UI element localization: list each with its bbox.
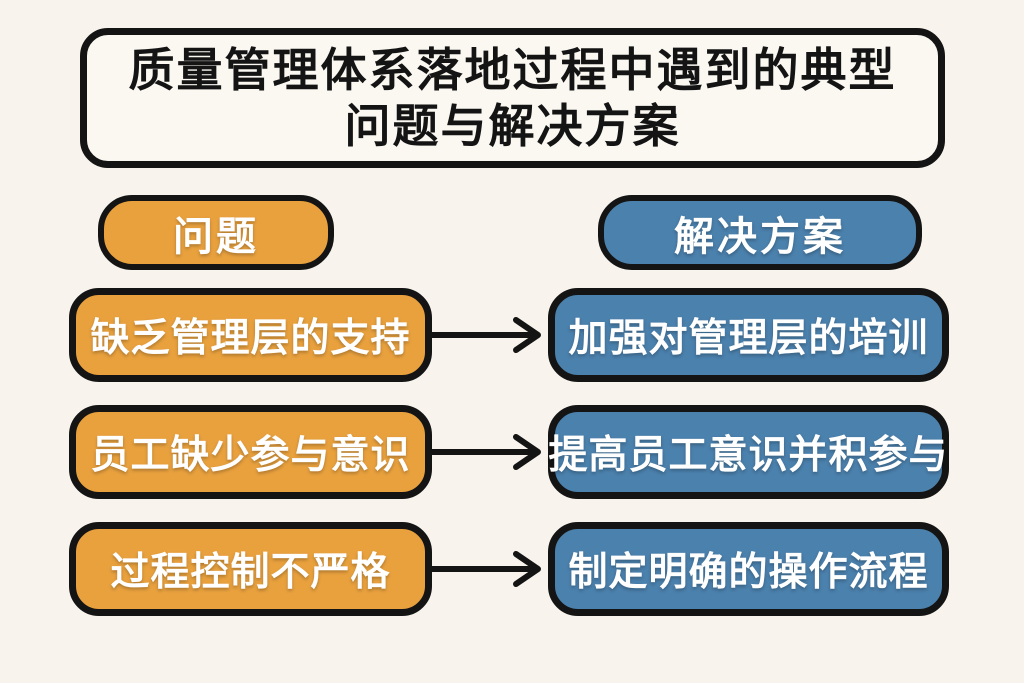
solution-column-header: 解决方案 <box>598 195 922 270</box>
diagram-title-line2: 问题与解决方案 <box>344 100 681 152</box>
problem-node-1: 缺乏管理层的支持 <box>69 288 432 382</box>
arrow-icon <box>429 551 541 587</box>
solution-node-2: 提高员工意识并积参与 <box>548 405 949 499</box>
problem-column-header: 问题 <box>98 195 334 270</box>
arrow-icon <box>429 434 541 470</box>
solution-node-3: 制定明确的操作流程 <box>548 522 949 616</box>
problem-node-2: 员工缺少参与意识 <box>69 405 432 499</box>
solution-node-1: 加强对管理层的培训 <box>548 288 949 382</box>
problem-node-3: 过程控制不严格 <box>69 522 432 616</box>
diagram-title-line1: 质量管理体系落地过程中遇到的典型 <box>128 44 897 96</box>
diagram-title-panel: 质量管理体系落地过程中遇到的典型 问题与解决方案 <box>80 28 945 168</box>
arrow-icon <box>429 317 541 353</box>
